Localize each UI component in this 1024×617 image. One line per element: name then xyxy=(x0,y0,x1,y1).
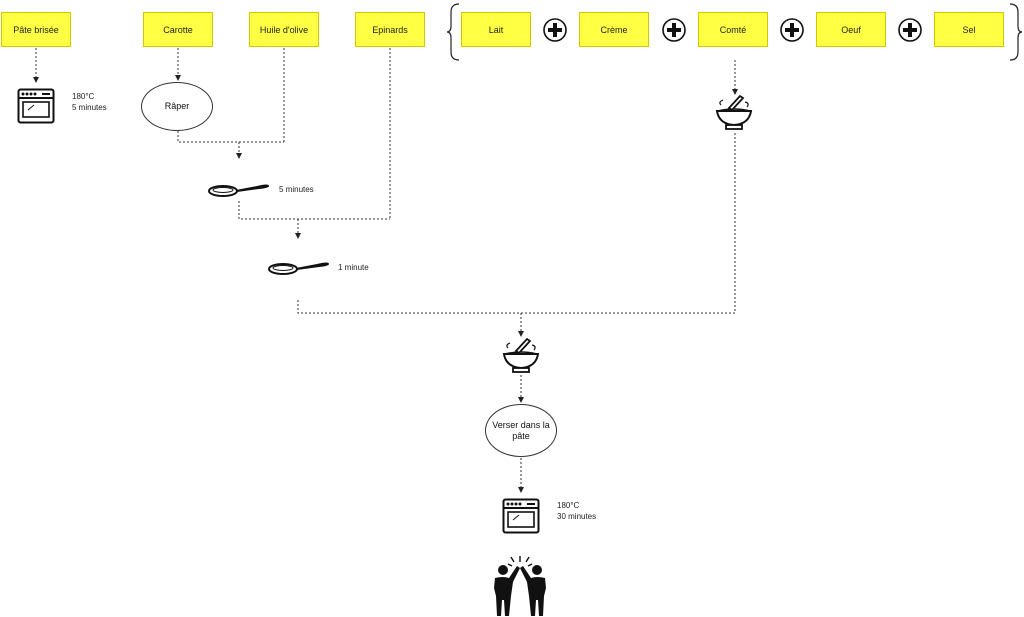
brace-icon xyxy=(447,3,1022,61)
oven2-label: 180°C 30 minutes xyxy=(557,500,596,522)
note-label: Crème xyxy=(600,24,628,35)
note-label: Lait xyxy=(488,24,504,35)
plus-icon xyxy=(662,18,686,42)
oven1-temp: 180°C xyxy=(72,92,95,101)
pan-icon xyxy=(268,262,329,275)
note-pate-brisee: Pâte brisée xyxy=(1,12,71,47)
note-epinards: Epinards xyxy=(355,12,425,47)
step-verser: Verser dans la pâte xyxy=(485,404,557,457)
note-creme: Crème xyxy=(579,12,649,47)
note-label: Sel xyxy=(962,24,976,35)
high-five-icon xyxy=(494,556,546,616)
oven-icon xyxy=(502,498,540,534)
step-raper: Râper xyxy=(141,82,213,131)
oven1-time: 5 minutes xyxy=(72,103,107,112)
line-pan2-down xyxy=(297,300,735,314)
plus-icon xyxy=(543,18,567,42)
step-raper-label: Râper xyxy=(164,101,190,111)
pan1-time: 5 minutes xyxy=(279,185,314,194)
note-sel: Sel xyxy=(934,12,1004,47)
note-label: Oeuf xyxy=(841,24,861,35)
note-label: Epinards xyxy=(372,24,408,35)
oven2-time: 30 minutes xyxy=(557,512,597,521)
oven-icon xyxy=(17,88,55,124)
plus-icon xyxy=(780,18,804,42)
note-lait: Lait xyxy=(461,12,531,47)
note-huile-olive: Huile d'olive xyxy=(249,12,319,47)
note-label: Huile d'olive xyxy=(259,24,309,35)
pan2-time: 1 minute xyxy=(338,263,369,272)
note-label: Carotte xyxy=(163,24,193,35)
step-verser-line2: pâte xyxy=(512,430,530,441)
oven1-label: 180°C 5 minutes xyxy=(72,91,107,113)
note-comte: Comté xyxy=(698,12,768,47)
note-oeuf: Oeuf xyxy=(816,12,886,47)
mixing-bowl-icon xyxy=(502,337,540,373)
note-label: Pâte brisée xyxy=(13,24,59,35)
line-pan1-down xyxy=(238,201,390,220)
note-label: Comté xyxy=(719,24,747,35)
mixing-bowl-icon xyxy=(715,94,753,130)
line-raper-down xyxy=(177,131,284,143)
note-carotte: Carotte xyxy=(143,12,213,47)
plus-icon xyxy=(898,18,922,42)
step-verser-line1: Verser dans la xyxy=(492,419,550,430)
pan-icon xyxy=(208,184,269,197)
oven2-temp: 180°C xyxy=(557,501,580,510)
